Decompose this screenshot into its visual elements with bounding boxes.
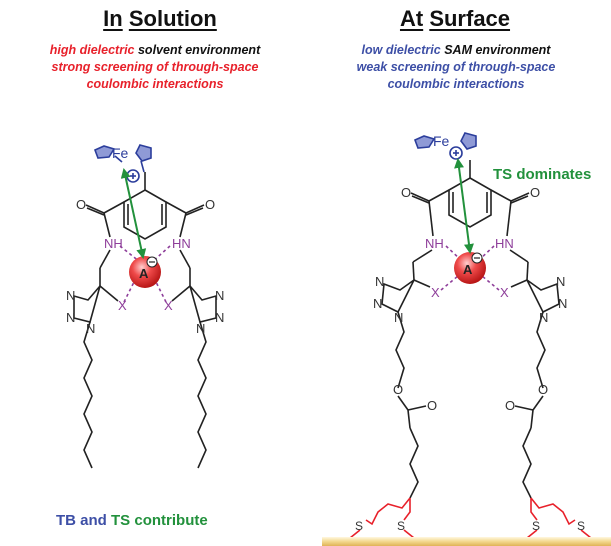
right-line1: low dielectric SAM environment [361,43,551,57]
right-description: low dielectric SAM environment weak scre… [306,42,606,93]
left-line3: coulombic interactions [86,77,224,91]
right-ferrocene [413,132,477,160]
left-structure: Fe [73,144,217,469]
right-s-label-a2: S [397,519,405,533]
right-o-label-a: O [401,185,411,200]
right-n-label-b3: N [539,310,548,325]
right-x-label-a: X [431,285,440,300]
left-o-label-b: O [205,197,215,212]
right-alkyl-b [522,427,532,499]
ts-dominates-label: TS dominates [493,166,592,183]
right-triazole-a [381,279,415,314]
left-footer: TB and TS contribute [56,512,208,529]
right-n-label-b2: N [558,296,567,311]
right-n-label-a2: N [373,296,382,311]
gold-surface [322,537,611,546]
title-word-at: At [399,6,424,31]
right-fe-label: Fe [433,133,450,149]
left-anion-label: A [139,266,149,281]
left-x-label-b: X [164,298,173,313]
left-triazole-b [189,285,217,323]
left-n-label-b3: N [196,321,205,336]
left-x-label-a: X [118,298,127,313]
right-benzene [448,177,492,228]
left-alkyl-a [83,321,93,469]
left-n-label-b1: N [215,288,224,303]
left-panel-title: In Solution [10,6,310,32]
right-ester-o-a: O [393,382,403,397]
title-word-in: In [103,6,123,31]
right-s-label-b2: S [532,519,540,533]
right-chain-b [536,311,546,389]
right-n-label-a1: N [375,274,384,289]
right-triazole-b [526,279,560,314]
right-x-label-b: X [500,285,509,300]
right-carbonyl-o-b: O [505,398,515,413]
left-n-label-b2: N [215,310,224,325]
left-line2: strong screening of through-space [51,60,259,74]
title-word-surface: Surface [429,6,511,31]
left-n-label-a3: N [86,321,95,336]
left-hn-label: HN [172,236,191,251]
right-line2: weak screening of through-space [356,60,556,74]
left-o-label-a: O [76,197,86,212]
right-panel-title: At Surface [305,6,605,32]
left-description: high dielectric solvent environment stro… [5,42,305,93]
right-s-label-a1: S [355,519,363,533]
left-n-label-a1: N [66,288,75,303]
right-n-label-a3: N [394,310,403,325]
left-ts-arrow [120,168,147,259]
right-chain-a [395,311,405,389]
right-ester-o-b: O [538,382,548,397]
right-o-label-b: O [530,185,540,200]
left-nh-label: NH [104,236,123,251]
right-line3: coulombic interactions [387,77,525,91]
right-hn-label: HN [495,236,514,251]
right-dithiolane-groups [349,497,592,539]
left-alkyl-b [197,321,207,469]
left-fe-label: Fe [112,145,129,161]
right-s-label-b1: S [577,519,585,533]
right-anion-label: A [463,262,473,277]
left-line1: high dielectric solvent environment [49,43,261,57]
right-carbonyl-o-a: O [427,398,437,413]
right-ts-arrow [454,158,474,254]
right-nh-label: NH [425,236,444,251]
right-n-label-b1: N [556,274,565,289]
right-alkyl-a [409,427,419,499]
title-word-solution: Solution [128,6,217,31]
left-n-label-a2: N [66,310,75,325]
left-triazole-a [73,285,101,323]
